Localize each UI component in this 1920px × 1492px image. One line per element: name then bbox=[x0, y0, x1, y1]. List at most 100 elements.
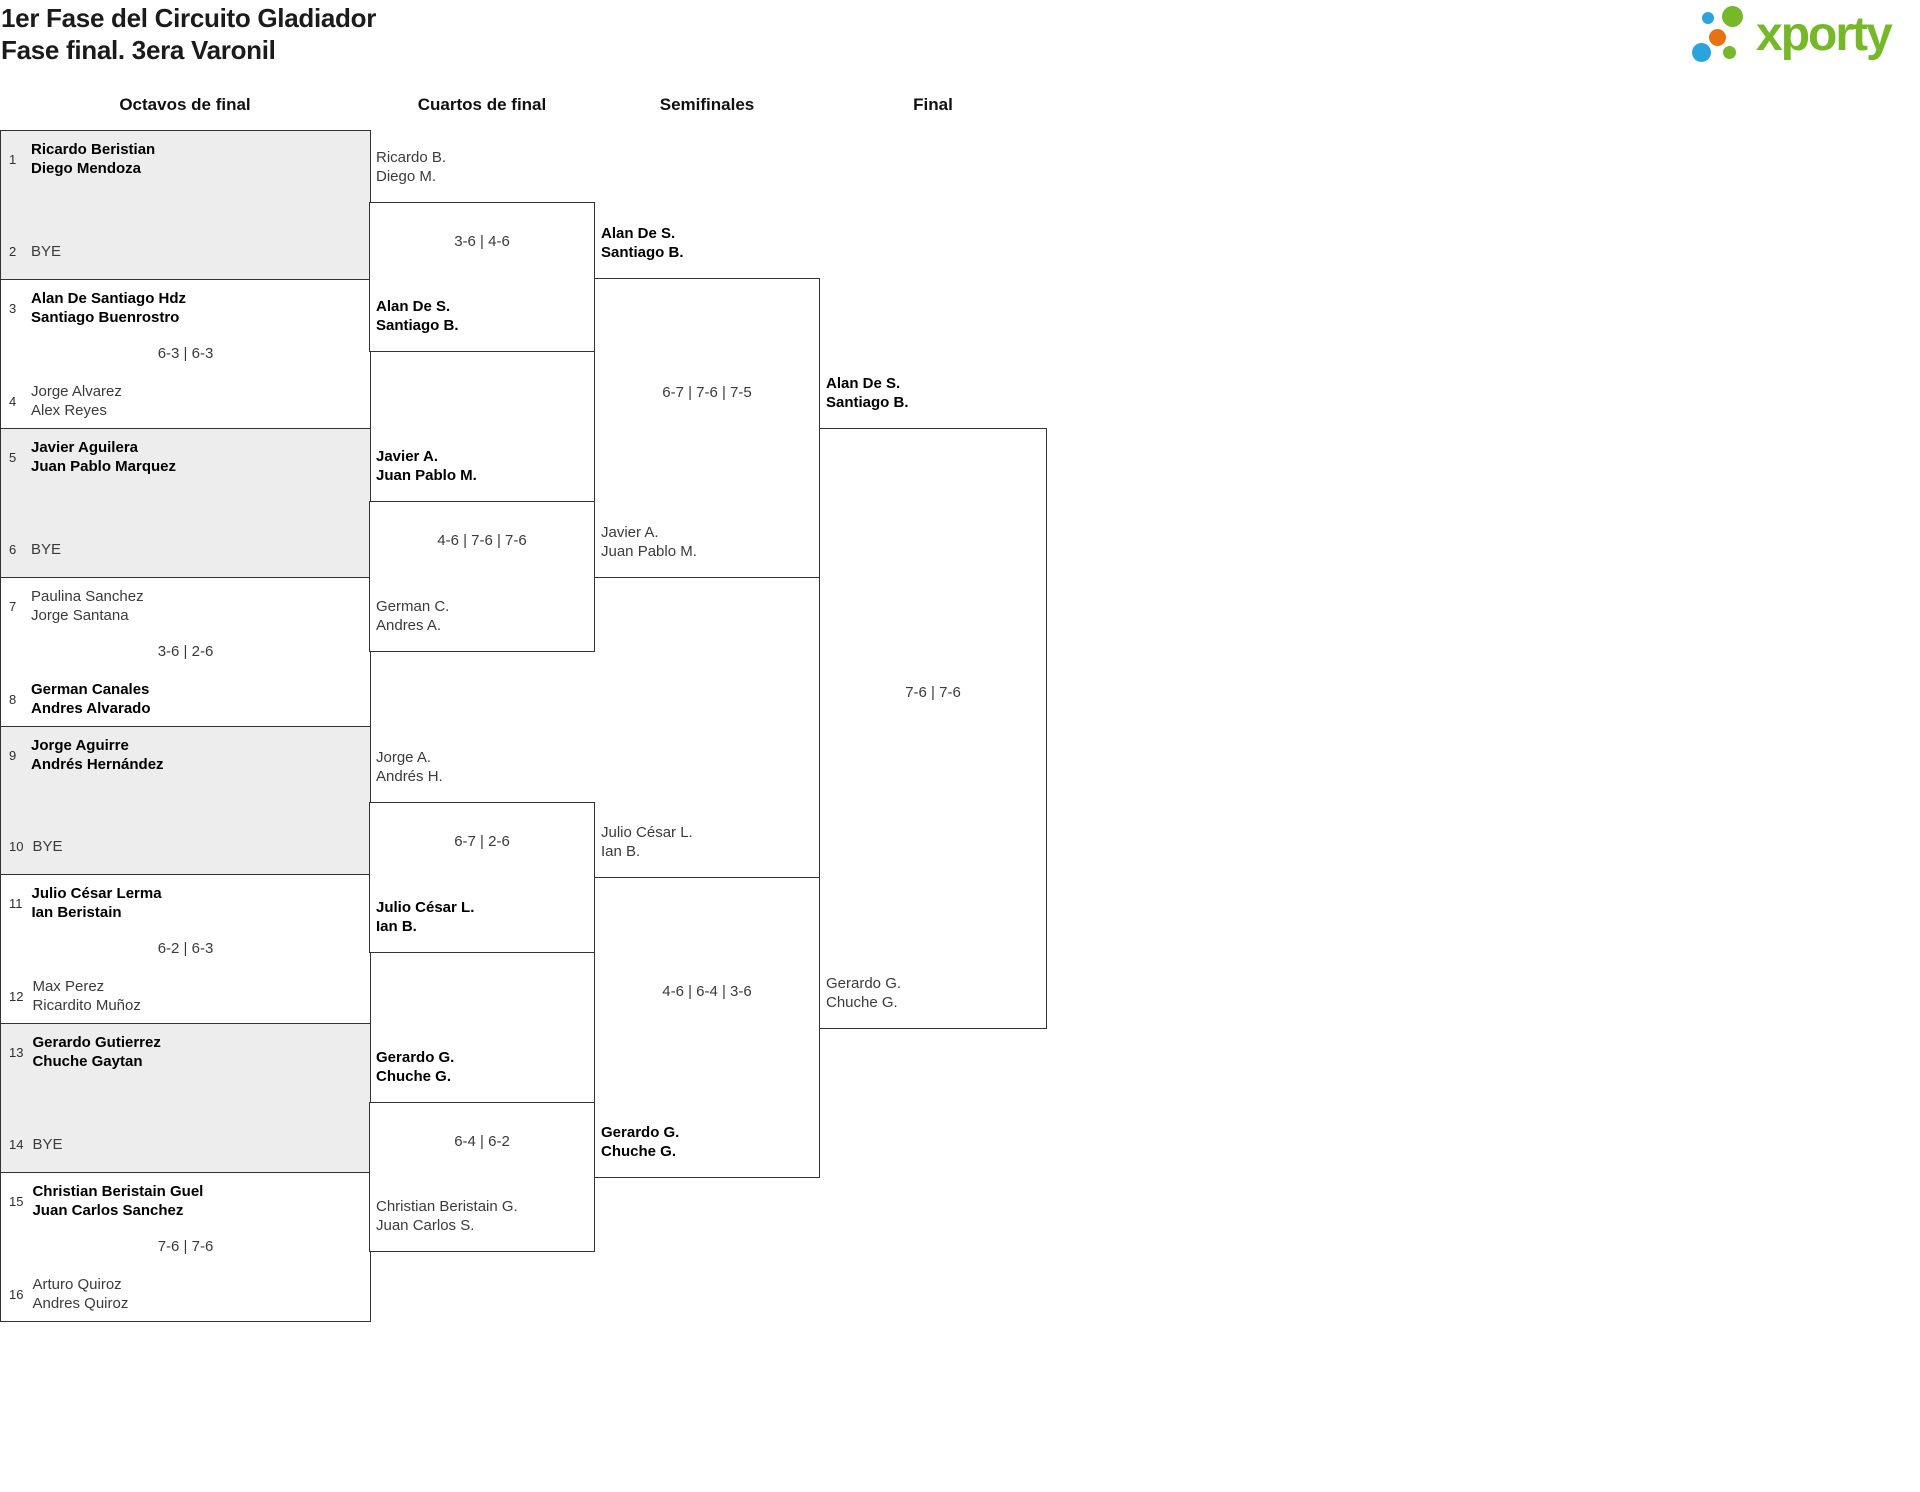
team-name-line: Ian Beristain bbox=[31, 904, 122, 921]
seed-number: 16 bbox=[9, 1286, 24, 1302]
cuartos-team-top[interactable]: Ricardo B. Diego M. bbox=[376, 148, 446, 186]
team-name-line: Diego M. bbox=[376, 168, 437, 185]
seed-number: 15 bbox=[9, 1193, 24, 1209]
final-team-top[interactable]: Alan De S. Santiago B. bbox=[826, 374, 909, 412]
team-name-line: Christian Beristain Guel bbox=[32, 1183, 204, 1200]
cuartos-match-1 bbox=[369, 202, 595, 352]
team-name-line: German C. bbox=[376, 598, 450, 615]
team-name-line: Ian B. bbox=[376, 918, 417, 935]
semifinales-score: 4-6 | 6-4 | 3-6 bbox=[662, 983, 752, 1000]
team-name-line: Gerardo G. bbox=[601, 1124, 680, 1141]
team-name-line: Alan De S. bbox=[601, 225, 676, 242]
team-name-line: Jorge Aguirre bbox=[31, 737, 129, 754]
round-header-cuartos: Cuartos de final bbox=[417, 95, 547, 114]
bye-entry: 2 BYE bbox=[9, 242, 364, 261]
team-name-line: Juan Pablo Marquez bbox=[31, 458, 177, 475]
team-name-line: Chuche G. bbox=[376, 1068, 452, 1085]
semifinales-team-top[interactable]: Alan De S.Santiago B. bbox=[601, 224, 684, 262]
team-name-line: Andres Quiroz bbox=[32, 1295, 129, 1312]
team-name-line: Jorge Santana bbox=[31, 607, 129, 624]
team-name-line: Max Perez bbox=[32, 978, 105, 995]
logo-dot-blue-large bbox=[1692, 43, 1711, 62]
seed-number: 1 bbox=[9, 151, 17, 167]
semifinales-team-bottom[interactable]: Javier A.Juan Pablo M. bbox=[601, 523, 697, 561]
team-name-line: BYE bbox=[31, 243, 62, 260]
team-name-line: BYE bbox=[32, 1136, 63, 1153]
semifinales-team-bottom[interactable]: Gerardo G. Chuche G. bbox=[601, 1123, 679, 1161]
team-name-line: BYE bbox=[32, 838, 63, 855]
team-name-line: German Canales bbox=[31, 681, 150, 698]
tournament-subtitle: Fase final. 3era Varonil bbox=[1, 35, 276, 65]
round-header-octavos: Octavos de final bbox=[119, 95, 251, 114]
cuartos-team-bottom[interactable]: Julio César L.Ian B. bbox=[376, 898, 474, 936]
team-name-line: Javier A. bbox=[601, 524, 659, 541]
team-name-line: Javier A. bbox=[376, 448, 438, 465]
team-name-line: Alan De S. bbox=[826, 375, 901, 392]
bye-label: BYE bbox=[32, 1135, 62, 1154]
seed-number: 12 bbox=[9, 988, 24, 1004]
team-name-line: Jorge Alvarez bbox=[31, 383, 122, 400]
team-name-line: Jorge A. bbox=[376, 749, 432, 766]
team-name-line: Ricardo B. bbox=[376, 149, 447, 166]
team-name-line: Arturo Quiroz bbox=[32, 1276, 122, 1293]
cuartos-team-bottom[interactable]: Alan De S.Santiago B. bbox=[376, 297, 459, 335]
logo-dot-green-small bbox=[1723, 46, 1736, 59]
team-name-line: Santiago B. bbox=[826, 394, 909, 411]
cuartos-score: 6-7 | 2-6 bbox=[454, 833, 510, 850]
seed-number: 11 bbox=[9, 895, 23, 911]
team-name-line: Chuche G. bbox=[601, 1143, 677, 1160]
cuartos-team-top[interactable]: Javier A.Juan Pablo M. bbox=[376, 447, 477, 485]
cuartos-team-bottom[interactable]: Christian Beristain G.Juan Carlos S. bbox=[376, 1197, 518, 1235]
seed-number: 4 bbox=[9, 393, 17, 409]
semifinales-team-top[interactable]: Julio César L.Ian B. bbox=[601, 823, 693, 861]
team-name-line: Julio César L. bbox=[601, 824, 693, 841]
team-name-line: Andrés H. bbox=[376, 768, 443, 785]
bye-label: BYE bbox=[31, 242, 61, 261]
cuartos-match-2 bbox=[369, 501, 595, 652]
team-name-line: Diego Mendoza bbox=[31, 160, 142, 177]
logo-dot-green-large bbox=[1722, 6, 1743, 27]
cuartos-match-4 bbox=[369, 1102, 595, 1252]
final-match-1 bbox=[819, 428, 1047, 1029]
seed-number: 6 bbox=[9, 542, 17, 557]
seed-number: 5 bbox=[9, 449, 17, 465]
cuartos-team-top[interactable]: Jorge A. Andrés H. bbox=[376, 748, 443, 786]
team-name-line: Gerardo G. bbox=[376, 1049, 455, 1066]
seed-number: 2 bbox=[9, 244, 17, 259]
logo-dot-orange bbox=[1709, 29, 1726, 46]
team-name-line: Andres Alvarado bbox=[31, 700, 151, 717]
final-team-bottom[interactable]: Gerardo G.Chuche G. bbox=[826, 974, 901, 1012]
seed-number: 10 bbox=[9, 839, 24, 854]
cuartos-score: 6-4 | 6-2 bbox=[454, 1132, 510, 1150]
cuartos-team-bottom[interactable]: German C.Andres A. bbox=[376, 597, 449, 635]
seed-number: 14 bbox=[9, 1137, 24, 1152]
team-name-line: Javier Aguilera bbox=[31, 439, 138, 456]
match-score: 6-3 | 6-3 bbox=[157, 345, 214, 362]
cuartos-score: 3-6 | 4-6 bbox=[454, 232, 510, 250]
xporty-logo-text: xporty bbox=[1756, 8, 1893, 61]
semifinales-score: 6-7 | 7-6 | 7-5 bbox=[662, 383, 752, 401]
cuartos-team-top[interactable]: Gerardo G. Chuche G. bbox=[376, 1048, 454, 1086]
